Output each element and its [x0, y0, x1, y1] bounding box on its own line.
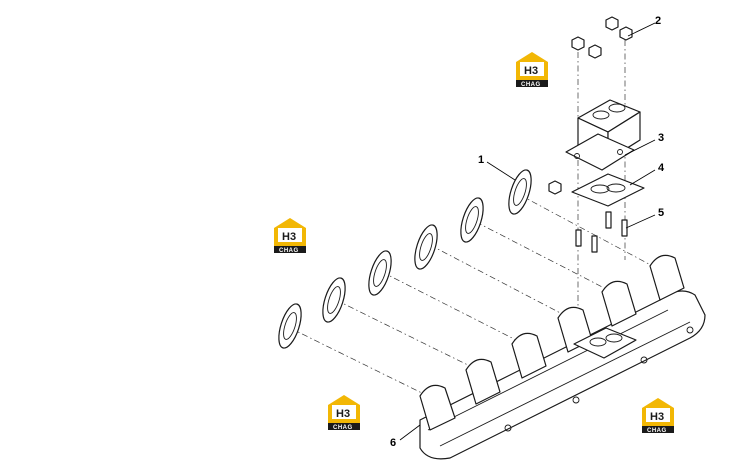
logo-brand: CHAG [521, 82, 541, 88]
logo-letter: H3 [650, 411, 664, 423]
callout-2: 2 [655, 15, 661, 27]
logo-brand: CHAG [333, 425, 353, 431]
gasket-6 [278, 303, 302, 349]
callout-6: 6 [390, 437, 396, 449]
callout-labels: 1 2 3 4 5 6 [390, 15, 665, 449]
gasket-row [278, 169, 532, 349]
callout-4: 4 [658, 162, 665, 174]
gasket-5 [322, 277, 346, 323]
watermark-logo-3: H3 CHAG [328, 395, 360, 431]
logo-letter: H3 [282, 231, 296, 243]
logo-letter: H3 [524, 65, 538, 77]
callout-5: 5 [658, 207, 664, 219]
gasket-4 [368, 250, 392, 296]
logo-letter: H3 [336, 408, 350, 420]
gasket-1 [508, 169, 532, 215]
logo-brand: CHAG [647, 428, 667, 434]
watermark-logo-1: H3 CHAG [516, 52, 548, 88]
watermark-logo-2: H3 CHAG [274, 218, 306, 254]
callout-1: 1 [478, 154, 484, 166]
callout-3: 3 [658, 132, 664, 144]
logo-brand: CHAG [279, 248, 299, 254]
gasket-2 [460, 197, 484, 243]
gasket-3 [414, 224, 438, 270]
exhaust-manifold [419, 254, 706, 460]
flange-gasket [571, 173, 645, 207]
stud-group [575, 211, 628, 253]
elbow-adapter [565, 99, 641, 171]
watermark-logo-4: H3 CHAG [642, 398, 674, 434]
nut-group [548, 16, 633, 195]
leader-lines [399, 22, 656, 441]
